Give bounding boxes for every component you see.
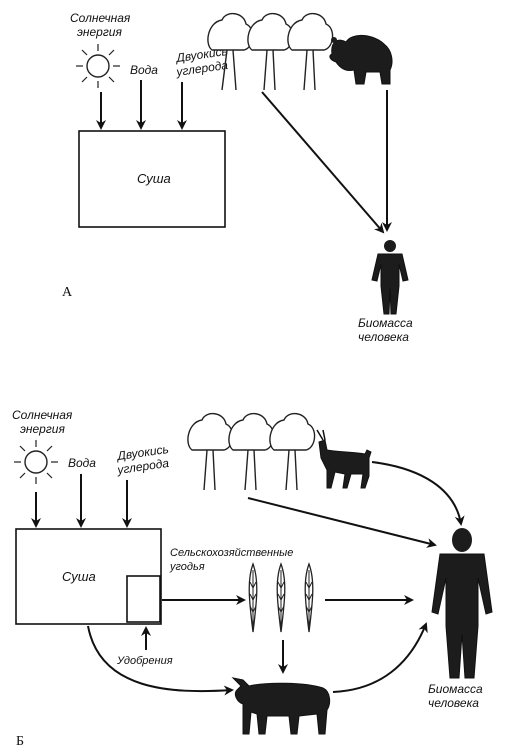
b-human-label-line1: Биомасса xyxy=(428,682,483,696)
panel-b-letter: Б xyxy=(16,734,24,749)
panel-a: Солнечная энергия Вода Двуокись углерода… xyxy=(62,11,413,344)
farmland-box xyxy=(126,575,161,623)
human-icon xyxy=(431,528,493,679)
cow-to-human-arrow xyxy=(332,622,428,693)
cow-icon xyxy=(231,677,331,735)
wheat-icon xyxy=(248,562,258,633)
b-land-label: Суша xyxy=(62,569,96,584)
sun-icon xyxy=(76,44,120,88)
land-box xyxy=(78,130,226,228)
wheat-icon xyxy=(304,562,314,633)
sun-icon xyxy=(14,440,58,484)
human-icon xyxy=(371,240,409,315)
sun-label-line1: Солнечная xyxy=(70,11,131,25)
tree-icon xyxy=(287,13,334,91)
human-label-line1: Биомасса xyxy=(358,316,413,330)
panel-a-letter: А xyxy=(62,285,73,300)
b-water-label: Вода xyxy=(68,456,96,470)
farmland-label-line2: угодья xyxy=(169,561,205,573)
wheat-icon xyxy=(276,562,286,633)
tree-icon xyxy=(269,413,316,491)
fertilizer-label: Удобрения xyxy=(116,655,173,667)
goat-icon xyxy=(316,429,372,489)
tree-icon xyxy=(228,413,275,491)
b-sun-label-line2: энергия xyxy=(20,422,65,436)
tree-icon xyxy=(187,413,234,491)
b-sun-label-line1: Солнечная xyxy=(12,408,73,422)
water-label: Вода xyxy=(130,63,158,77)
b-human-label-line2: человека xyxy=(428,696,479,710)
tree-icon xyxy=(207,13,254,91)
b-goat-to-human-arrow xyxy=(371,461,465,526)
panel-b: Солнечная энергия Вода Двуокись углерода… xyxy=(12,408,493,749)
tree-icon xyxy=(247,13,294,91)
land-label: Суша xyxy=(137,171,171,186)
bear-icon xyxy=(329,35,393,85)
b-trees-to-human-arrow xyxy=(247,497,437,548)
farmland-label-line1: Сельскохозяйственные xyxy=(170,547,293,559)
sun-label-line2: энергия xyxy=(77,25,122,39)
land-to-cow-arrow xyxy=(87,625,234,696)
trees-to-human-arrow xyxy=(261,91,385,234)
human-label-line2: человека xyxy=(358,330,409,344)
